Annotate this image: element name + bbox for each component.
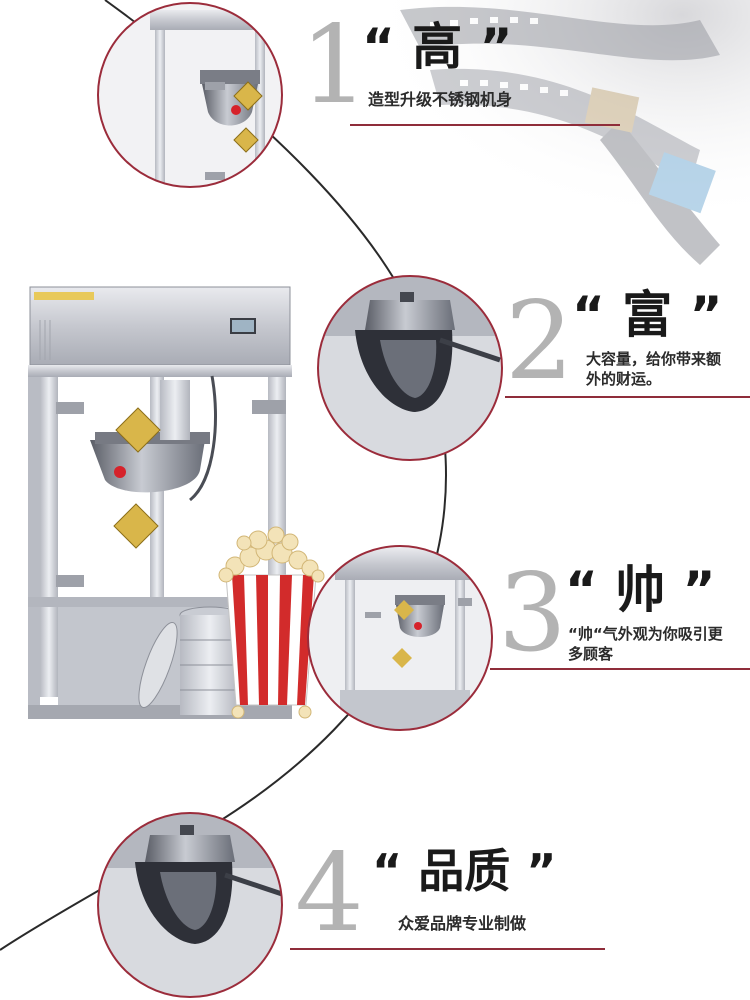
feature-title: “ 富 ”	[572, 286, 723, 344]
closeup-circle-3	[307, 545, 493, 731]
feature-number: 3	[498, 551, 567, 676]
feature-number: 2	[505, 279, 574, 404]
feature-underline	[490, 668, 750, 670]
feature-underline	[290, 948, 605, 950]
feature-title: “ 品质 ”	[372, 844, 557, 898]
popcorn-bucket-icon	[218, 526, 325, 719]
feature-number: 1	[300, 3, 369, 128]
feature-number: 4	[295, 831, 364, 956]
closeup-circle-1	[97, 2, 283, 188]
closeup-circle-2	[317, 275, 503, 461]
feature-description: 造型升级不锈钢机身	[368, 90, 513, 109]
feature-title: “ 帅 ”	[565, 561, 716, 619]
feature-description: 大容量，给你带来额外的财运。	[586, 350, 722, 388]
closeup-circle-4	[97, 812, 283, 998]
feature-underline	[350, 124, 620, 126]
feature-description: 众爱品牌专业制做	[398, 914, 527, 933]
feature-title: “ 高 ”	[362, 18, 513, 76]
feature-description: “帅“气外观为你吸引更多顾客	[568, 625, 723, 663]
tin-stack-icon	[138, 606, 241, 715]
feature-underline	[505, 396, 750, 398]
film-strip-icon	[400, 6, 720, 265]
